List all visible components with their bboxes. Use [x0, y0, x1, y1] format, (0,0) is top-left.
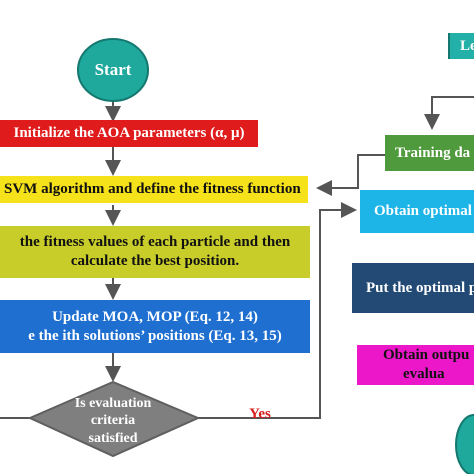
fitness-label-line1: the fitness values of each particle and …	[19, 234, 291, 251]
training-box: Training da	[385, 135, 474, 171]
training-label: Training da	[395, 144, 471, 161]
fitness-box: the fitness values of each particle and …	[0, 226, 310, 278]
start-label: Start	[94, 60, 132, 80]
svm-box: SVM algorithm and define the fitness fun…	[0, 176, 308, 203]
update-box: Update MOA, MOP (Eq. 12, 14) e the ith s…	[0, 300, 310, 353]
top-right-label: Le	[460, 37, 474, 54]
output-box: Obtain outpu evalua	[357, 345, 474, 385]
decision-node	[27, 380, 201, 458]
arrow-training-svm	[316, 154, 385, 196]
update-label-line2: e the ith solutions’ positions (Eq. 13, …	[28, 327, 282, 344]
init-box: Initialize the AOA parameters (α, μ)	[0, 120, 258, 147]
start-node	[77, 38, 149, 102]
top-right-box: Le	[448, 33, 474, 59]
put-optimal-box: Put the optimal p	[352, 263, 474, 313]
output-label-line2: evalua	[403, 366, 445, 382]
end-node-partial	[455, 414, 474, 474]
init-label: Initialize the AOA parameters (α, μ)	[13, 125, 245, 142]
optimal-label: Obtain optimal	[374, 203, 472, 220]
fitness-label-line2: calculate the best position.	[70, 253, 240, 269]
arrow-right-to-training	[424, 96, 474, 130]
svm-label: SVM algorithm and define the fitness fun…	[4, 181, 301, 198]
decision-label: Is evaluation criteria satisfied	[74, 395, 152, 446]
arrow-yes	[198, 202, 357, 419]
optimal-box: Obtain optimal	[360, 190, 474, 233]
yes-label: Yes	[249, 405, 271, 422]
output-label-line1: Obtain outpu	[383, 347, 470, 364]
put-optimal-label: Put the optimal p	[366, 279, 474, 296]
update-label-line1: Update MOA, MOP (Eq. 12, 14)	[52, 308, 258, 325]
